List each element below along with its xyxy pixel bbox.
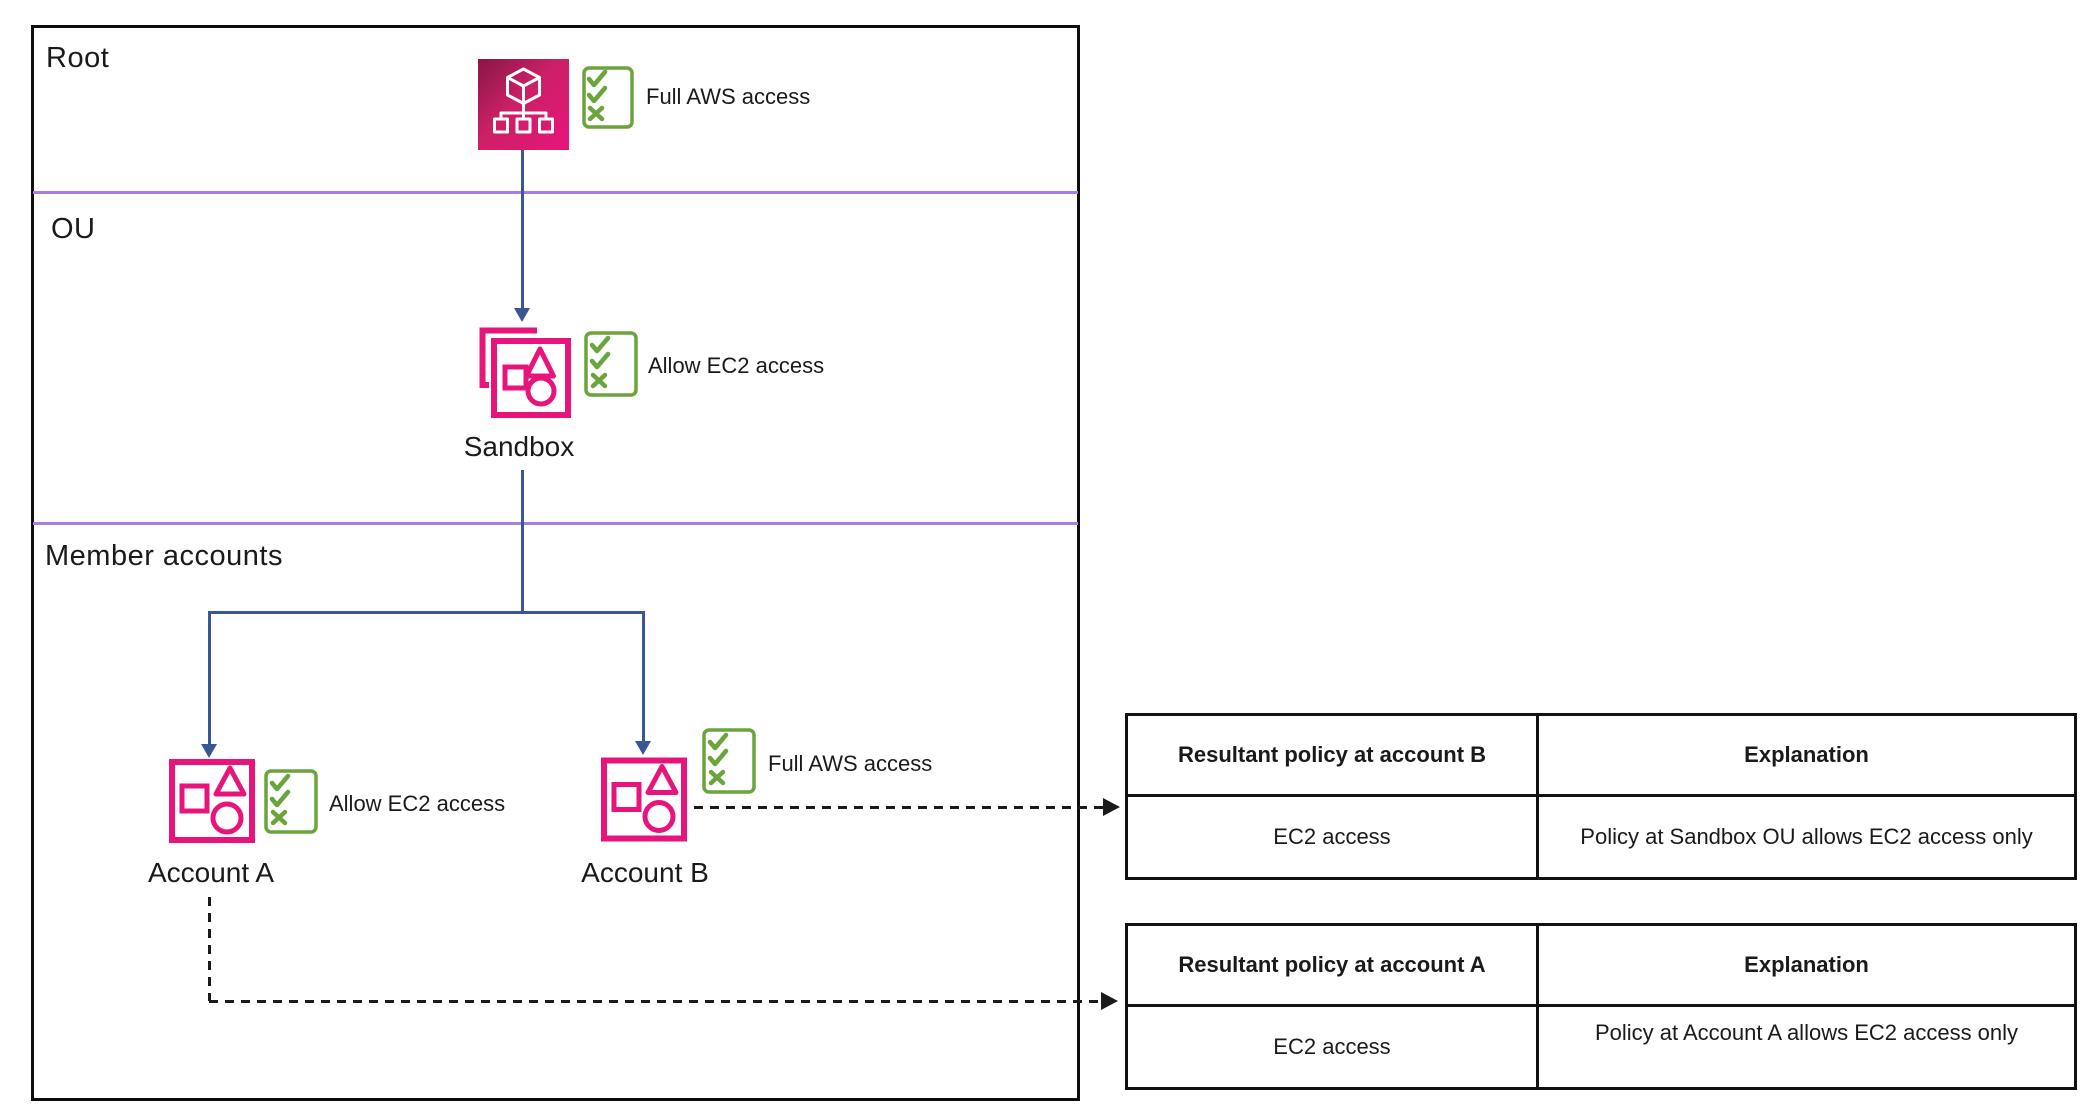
arrowhead-right-icon [1103,798,1120,816]
organization-boundary-box [31,25,1080,1101]
policy-checklist-icon [702,728,756,794]
root-policy-label: Full AWS access [646,84,811,109]
section-divider-ou-members [33,522,1078,525]
section-label-root: Root [46,42,110,74]
aws-account-icon [169,759,255,843]
table-header-cell: Resultant policy at account A [1128,926,1539,1007]
policy-table-account-a: Resultant policy at account A Explanatio… [1125,923,2077,1090]
account-b-policy-label: Full AWS access [768,751,933,776]
connector-branch [208,611,645,614]
connector-root-to-ou [521,150,524,310]
table-data-cell: EC2 access [1128,1007,1539,1087]
ou-policy-label: Allow EC2 access [648,353,825,378]
arrowhead-down-icon [635,741,651,755]
table-data-cell: Policy at Sandbox OU allows EC2 access o… [1580,824,2033,849]
table-header-cell: Explanation [1539,716,2074,797]
arrowhead-down-icon [201,744,217,758]
dashed-connector-account-a-vertical [208,897,211,1001]
connector-ou-stem [521,470,524,613]
table-header-cell: Explanation [1539,926,2074,1007]
connector-drop-account-a [208,611,211,745]
arrowhead-right-icon [1101,992,1118,1010]
policy-table-account-b: Resultant policy at account B Explanatio… [1125,713,2077,880]
account-b-name-label: Account B [581,857,709,888]
policy-checklist-icon [582,66,634,129]
aws-organizations-icon [478,59,569,150]
ou-name-label: Sandbox [463,431,575,462]
aws-account-icon [601,757,687,842]
arrowhead-down-icon [514,308,530,322]
section-label-ou: OU [51,213,96,245]
account-a-policy-label: Allow EC2 access [329,791,506,816]
section-divider-root-ou [33,191,1078,194]
table-data-cell: EC2 access [1128,797,1539,877]
organizational-unit-icon [477,327,572,419]
policy-checklist-icon [584,331,638,397]
policy-checklist-icon [264,769,318,834]
connector-drop-account-b [642,611,645,742]
table-header-cell: Resultant policy at account B [1128,716,1539,797]
section-label-members: Member accounts [45,540,283,572]
dashed-connector-account-b [694,806,1105,809]
dashed-connector-account-a-horizontal [209,1000,1103,1003]
account-a-name-label: Account A [147,857,275,888]
table-data-cell: Policy at Account A allows EC2 access on… [1594,1020,2019,1045]
